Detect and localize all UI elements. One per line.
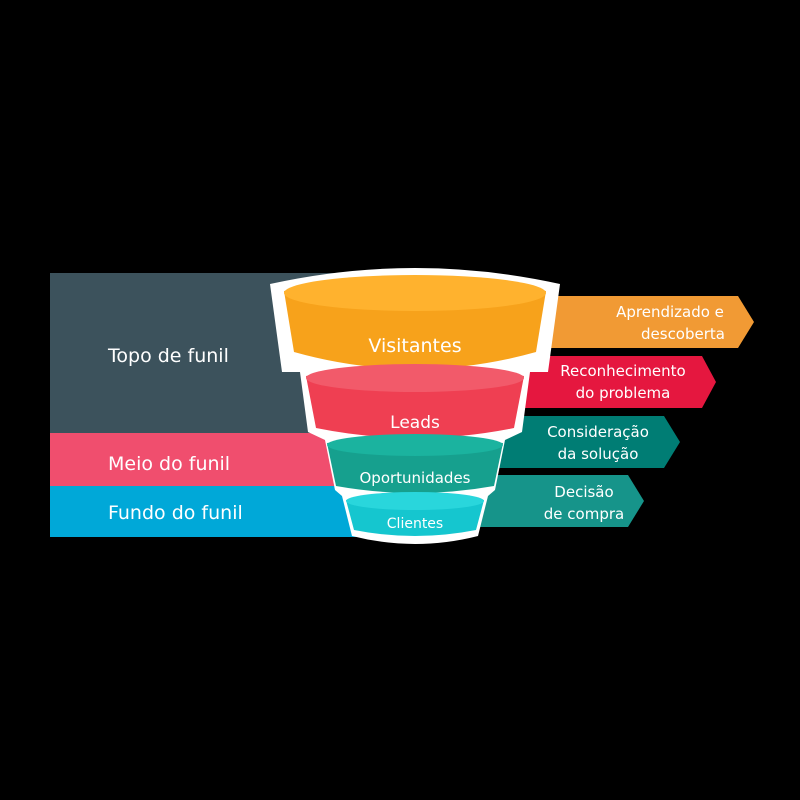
arrow-decisao-line1: Decisão xyxy=(554,483,613,501)
funnel-layer-clientes-top xyxy=(346,492,484,510)
funnel-label-oportunidades: Oportunidades xyxy=(359,469,470,487)
stage-label-meio: Meio do funil xyxy=(108,453,230,475)
funnel-label-leads: Leads xyxy=(390,413,440,433)
funnel-layer-leads-top xyxy=(306,364,524,392)
stage-band-meio xyxy=(50,433,350,486)
arrow-decisao xyxy=(478,475,644,527)
funnel-layer-visitantes-top xyxy=(284,275,546,311)
arrow-consideracao xyxy=(498,416,680,468)
funnel-label-visitantes: Visitantes xyxy=(368,335,461,357)
stage-label-topo: Topo de funil xyxy=(107,345,229,367)
arrow-reconhecimento-line2: do problema xyxy=(576,384,671,402)
arrow-reconhecimento-line1: Reconhecimento xyxy=(560,362,685,380)
arrow-consideracao-line1: Consideração xyxy=(547,423,649,441)
arrow-decisao-line2: de compra xyxy=(544,505,624,523)
stage-label-fundo: Fundo do funil xyxy=(108,502,243,524)
funnel-layer-oportunidades-top xyxy=(327,434,503,456)
stage-band-fundo xyxy=(50,486,360,537)
funnel-label-clientes: Clientes xyxy=(387,516,443,532)
arrow-aprendizado xyxy=(538,296,754,348)
arrow-consideracao-line2: da solução xyxy=(558,445,639,463)
arrow-aprendizado-line1: Aprendizado e xyxy=(616,303,724,321)
arrow-aprendizado-line2: descoberta xyxy=(641,325,725,343)
arrow-reconhecimento xyxy=(512,356,716,408)
